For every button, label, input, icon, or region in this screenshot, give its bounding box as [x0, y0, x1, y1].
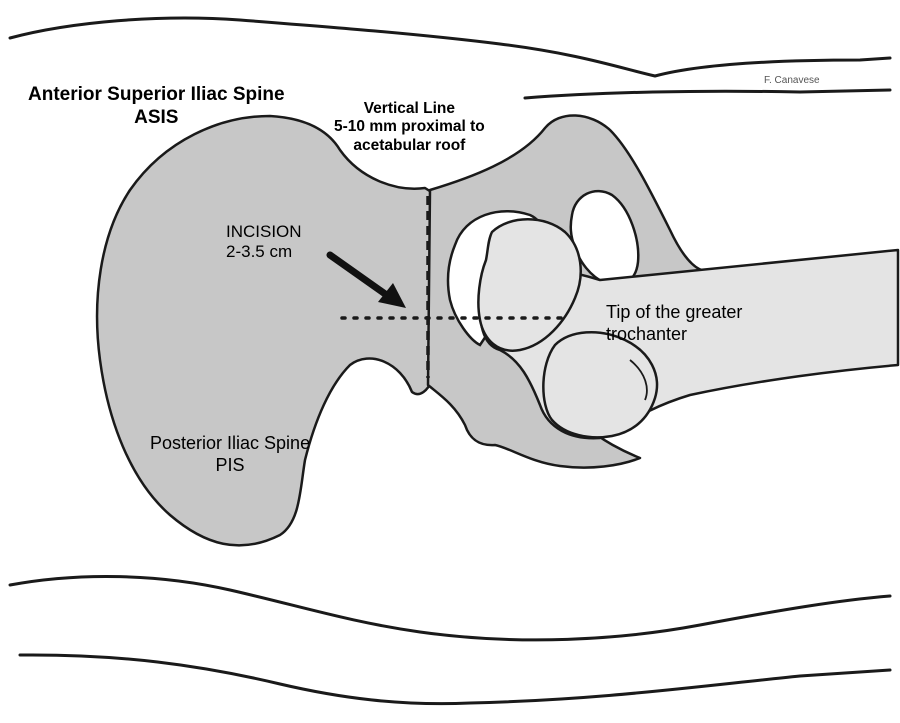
asis-label-line2: ASIS	[28, 107, 285, 130]
artist-credit: F. Canavese	[764, 75, 820, 87]
pis-label: Posterior Iliac Spine PIS	[150, 433, 310, 476]
vertical-line-label-line3: acetabular roof	[334, 137, 485, 155]
vertical-line-label: Vertical Line 5-10 mm proximal to acetab…	[334, 100, 485, 155]
skin-contour-top	[10, 18, 890, 76]
incision-label-line2: 2-3.5 cm	[226, 242, 302, 262]
skin-contour-bottom	[10, 576, 890, 639]
incision-label-line1: INCISION	[226, 222, 302, 242]
vertical-line-label-line1: Vertical Line	[334, 100, 485, 118]
pis-label-line2: PIS	[150, 455, 310, 477]
asis-label: Anterior Superior Iliac Spine ASIS	[28, 84, 285, 130]
ilium-bone	[97, 116, 436, 545]
vertical-line-label-line2: 5-10 mm proximal to	[334, 118, 485, 136]
incision-label: INCISION 2-3.5 cm	[226, 222, 302, 263]
greater-trochanter-label: Tip of the greater trochanter	[606, 302, 742, 345]
greater-trochanter-label-line1: Tip of the greater	[606, 302, 742, 324]
skin-contour-top-segment	[525, 90, 890, 98]
pis-label-line1: Posterior Iliac Spine	[150, 433, 310, 455]
skin-contour-bottom-segment	[20, 655, 890, 704]
greater-trochanter-label-line2: trochanter	[606, 324, 742, 346]
asis-label-line1: Anterior Superior Iliac Spine	[28, 84, 285, 107]
